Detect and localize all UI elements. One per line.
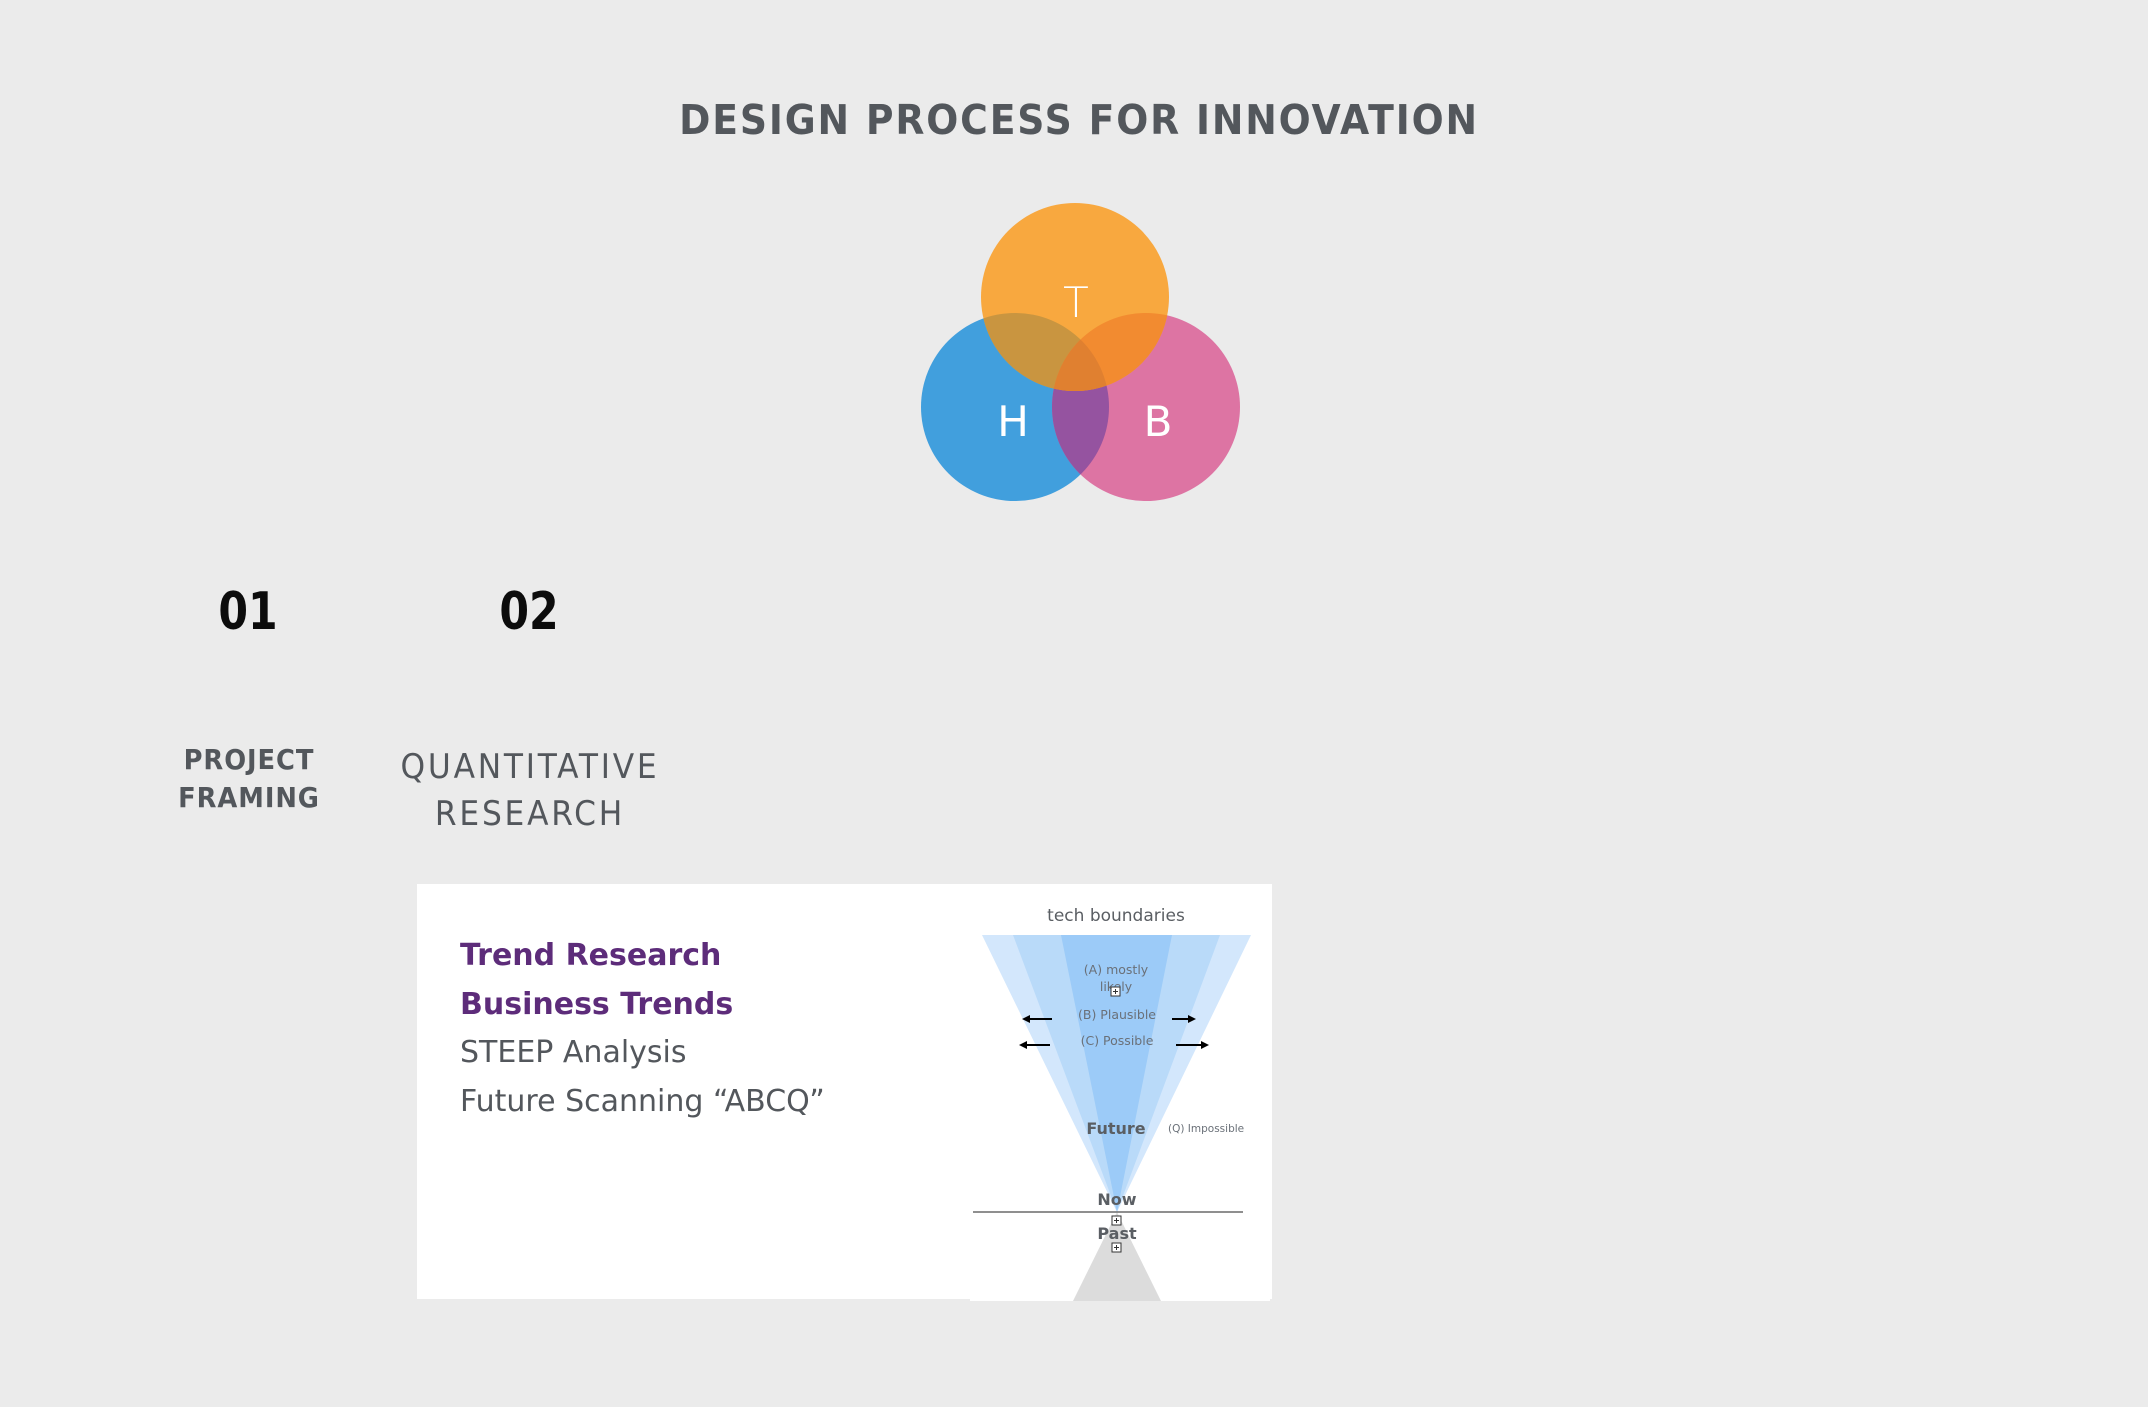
- past-cone: [1073, 1212, 1161, 1301]
- label-q: (Q) Impossible: [1168, 1123, 1244, 1135]
- stage-number-02: 02: [499, 582, 559, 642]
- method-item-steep-analysis: STEEP Analysis: [460, 1035, 687, 1070]
- future-cone-diagram: tech boundaries (A) mostly likely (B) Pl…: [970, 895, 1270, 1301]
- label-past: Past: [1097, 1224, 1137, 1243]
- cone-band-likely: [1061, 935, 1172, 1212]
- arrow-right-b-icon: [1172, 1015, 1196, 1023]
- arrow-left-b-icon: [1022, 1015, 1052, 1023]
- method-item-business-trends: Business Trends: [460, 986, 734, 1022]
- label-a-line1: (A) mostly: [1084, 962, 1149, 977]
- stage-name-quantitative-research: QUANTITATIVE RESEARCH: [392, 744, 668, 838]
- arrow-left-c-icon: [1019, 1041, 1050, 1049]
- label-c: (C) Possible: [1081, 1033, 1154, 1048]
- stage-name-line: FRAMING: [178, 781, 320, 814]
- stage-number-01: 01: [218, 582, 278, 642]
- venn-label-b: B: [1144, 397, 1173, 446]
- label-now: Now: [1097, 1190, 1136, 1209]
- label-future: Future: [1086, 1119, 1145, 1138]
- label-b: (B) Plausible: [1078, 1007, 1156, 1022]
- stage-name-line: RESEARCH: [434, 794, 626, 834]
- funnel-heading: tech boundaries: [1047, 906, 1185, 926]
- venn-label-t: T: [1063, 278, 1089, 327]
- method-item-future-scanning: Future Scanning “ABCQ”: [460, 1083, 825, 1119]
- venn-label-h: H: [997, 397, 1029, 446]
- stage-name-line: QUANTITATIVE: [400, 747, 660, 787]
- arrow-right-c-icon: [1176, 1041, 1209, 1049]
- method-list: Trend Research Business Trends STEEP Ana…: [460, 932, 825, 1126]
- venn-diagram-thb: T H B: [921, 203, 1240, 501]
- method-item-trend-research: Trend Research: [460, 938, 722, 973]
- stage-name-project-framing: PROJECT FRAMING: [157, 741, 341, 817]
- stage-name-line: PROJECT: [183, 743, 315, 776]
- page-title: DESIGN PROCESS FOR INNOVATION: [679, 96, 1479, 144]
